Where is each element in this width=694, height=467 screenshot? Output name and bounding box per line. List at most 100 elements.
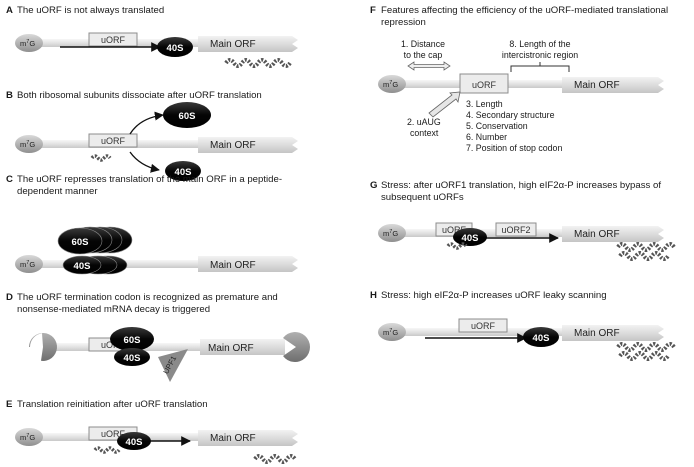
panel-h-letter: H (370, 290, 377, 301)
uorf-label: uORF (101, 35, 126, 45)
dissociation-arrow-down (129, 151, 160, 173)
m7g-cap (15, 135, 43, 153)
main-orf-block (200, 339, 285, 355)
ribosome-40s-label: 40S (462, 233, 479, 244)
uorf-label: uORF (472, 80, 497, 90)
m7g-cap (378, 224, 406, 242)
ribosome-60s (163, 102, 211, 128)
main-orf-peptide (616, 342, 676, 361)
panel-a: A The uORF is not always translated Main… (6, 5, 298, 68)
main-orf-peptide (253, 454, 297, 464)
m7g-cap (15, 34, 43, 52)
main-orf-block (562, 77, 664, 93)
exonuclease-pacman-left (28, 332, 57, 361)
main-orf-block (562, 325, 664, 341)
main-orf-peptide (616, 242, 676, 261)
main-orf-label: Main ORF (574, 229, 620, 240)
panel-e: E Translation reinitiation after uORF tr… (6, 399, 298, 464)
main-orf-label: Main ORF (574, 328, 620, 339)
intercistronic-bracket (510, 62, 570, 72)
feature-item: 7. Position of stop codon (466, 143, 562, 153)
main-orf-label: Main ORF (208, 343, 254, 354)
panel-f-title-line2: repression (381, 17, 426, 28)
dissociation-arrow-up (129, 111, 164, 135)
panel-h: H Stress: high eIF2α-P increases uORF le… (370, 290, 676, 361)
feature-item: 4. Secondary structure (466, 110, 555, 120)
ribosome-40s (157, 37, 193, 57)
uorf-peptide (93, 446, 121, 454)
uorf-box (88, 133, 138, 148)
panel-b-title: Both ribosomal subunits dissociate after… (17, 90, 262, 101)
ribosome-40s-label: 40S (124, 353, 141, 364)
m7g-cap-label: m7G (20, 140, 35, 149)
panel-e-title: Translation reinitiation after uORF tran… (17, 399, 208, 410)
m7g-cap-label: m7G (20, 433, 35, 442)
m7g-cap (15, 255, 43, 273)
uorf-box (88, 32, 138, 47)
feature-item: 6. Number (466, 132, 507, 142)
panel-g-title-line1: Stress: after uORF1 translation, high eI… (381, 180, 661, 191)
ribosome-40s-label: 40S (126, 437, 143, 448)
distance-double-arrow (407, 61, 451, 71)
m7g-cap-label: m7G (383, 328, 398, 337)
panel-g-letter: G (370, 180, 377, 191)
panel-a-title: The uORF is not always translated (17, 5, 164, 16)
ribosome-60s (57, 227, 103, 255)
ribosome-60s-label: 60S (179, 111, 196, 122)
panel-b-letter: B (6, 90, 13, 101)
m7g-cap-label: m7G (383, 80, 398, 89)
uorf-label: uORF (471, 321, 496, 331)
ribosome-40s (453, 228, 487, 246)
panel-d-title-line1: The uORF termination codon is recognized… (17, 292, 278, 303)
upf1-triangle (158, 349, 188, 382)
ribosome-60s-label: 60S (72, 237, 89, 248)
exonuclease-pacman-right (283, 332, 311, 363)
m7g-cap (378, 75, 406, 93)
m7g-cap-label: m7G (20, 260, 35, 269)
uorf2-label: uORF2 (501, 225, 530, 235)
panel-h-title: Stress: high eIF2α-P increases uORF leak… (381, 290, 607, 301)
ribosome-40s-label: 40S (533, 333, 550, 344)
main-orf-block (198, 256, 298, 272)
ribosome-40s-label: 40S (167, 43, 184, 54)
uaug-label-line1: 2. uAUG (407, 117, 441, 127)
feature-item: 3. Length (466, 99, 503, 109)
panel-c-title-line2: dependent manner (17, 186, 98, 197)
ribosome-40s-label: 40S (175, 167, 192, 178)
panel-d: D The uORF termination codon is recogniz… (6, 292, 311, 382)
main-orf-block (198, 36, 298, 52)
uaug-block-arrow (428, 91, 461, 118)
uorf1-label: uORF (442, 225, 467, 235)
uorf2-box (495, 222, 537, 237)
main-orf-block (198, 137, 298, 153)
m7g-cap (15, 428, 43, 446)
m7g-cap-label: m7G (383, 229, 398, 238)
uorf-box (459, 73, 509, 94)
main-orf-label: Main ORF (210, 140, 256, 151)
panel-g-title-line2: subsequent uORFs (381, 192, 464, 203)
panel-e-letter: E (6, 399, 13, 410)
panel-a-letter: A (6, 5, 13, 16)
peptide-chain (224, 58, 292, 68)
uorf-peptide (90, 154, 112, 162)
panel-c-letter: C (6, 174, 13, 185)
panel-d-letter: D (6, 292, 13, 303)
intercistronic-label-line1: 8. Length of the (509, 39, 570, 49)
ribosome-60s-label: 60S (124, 335, 141, 346)
main-orf-label: Main ORF (210, 39, 256, 50)
ribosome-40s (114, 348, 150, 366)
panel-g: G Stress: after uORF1 translation, high … (370, 180, 676, 261)
ribosome-40s (62, 255, 102, 275)
main-orf-block (562, 226, 664, 242)
panel-c-title-line1: The uORF represses translation of the ma… (17, 174, 282, 185)
panel-f-title-line1: Features affecting the efficiency of the… (381, 5, 668, 16)
main-orf-label: Main ORF (210, 433, 256, 444)
distance-label-line2: to the cap (404, 50, 443, 60)
panel-f-letter: F (370, 5, 376, 16)
uorf1-peptide (446, 242, 468, 250)
main-orf-label: Main ORF (574, 80, 620, 91)
uorf-label: uORF (101, 136, 126, 146)
ribosome-40s-label: 40S (74, 261, 91, 272)
ribosome-40s (165, 161, 201, 181)
uaug-label-line2: context (410, 128, 439, 138)
